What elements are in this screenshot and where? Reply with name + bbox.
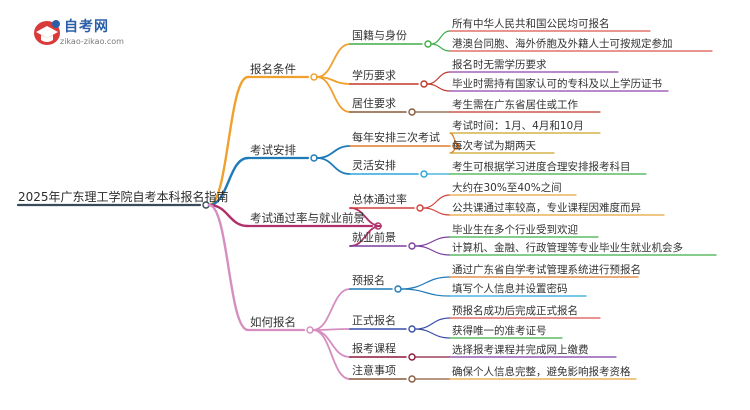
leaf-text: 考生可根据学习进度合理安排报考科目 (452, 161, 631, 173)
leaf-text: 确保个人信息完整，避免影响报考资格 (452, 366, 631, 378)
leaf-text: 考生需在广东省居住或工作 (452, 99, 578, 111)
subbranch-node-dot (416, 204, 424, 212)
subbranch-connector (316, 43, 351, 78)
subbranch-label: 注意事项 (352, 364, 396, 377)
leaf-text: 公共课通过率较高，专业课程因难度而异 (452, 202, 641, 214)
subbranch-connector (316, 157, 351, 175)
subbranch-label: 就业前景 (352, 231, 396, 244)
subbranch-node-dot (408, 242, 416, 250)
leaf-text: 报名时无需学历要求 (452, 59, 547, 71)
logo (30, 16, 150, 50)
root-topic: 2025年广东理工学院自考本科报名指南 (18, 190, 229, 204)
subbranch-label: 每年安排三次考试 (352, 131, 440, 144)
branch-label: 考试安排 (250, 143, 296, 157)
subbranch-connector (316, 76, 351, 113)
leaf-text: 选择报考课程并完成网上缴费 (452, 344, 589, 356)
leaf-text: 预报名成功后完成正式报名 (452, 305, 578, 317)
leaf-text: 大约在30%至40%之间 (452, 182, 562, 194)
leaf-connector (422, 194, 451, 209)
leaf-connector (414, 245, 451, 256)
leaf-text: 每次考试为期两天 (452, 140, 536, 152)
subbranch-label: 总体通过率 (352, 193, 407, 206)
leaf-text: 填写个人信息并设置密码 (452, 283, 568, 295)
subbranch-label: 国籍与身份 (352, 29, 407, 42)
subbranch-node-dot (420, 80, 428, 88)
leaf-text: 通过广东省自学考试管理系统进行预报名 (452, 264, 641, 276)
leaf-text: 毕业生在多个行业受到欢迎 (452, 224, 578, 236)
subbranch-connector (312, 329, 351, 380)
branch-connector (207, 75, 250, 207)
subbranch-label: 居住要求 (352, 97, 396, 110)
subbranch-label: 预报名 (352, 274, 385, 287)
leaf-connector (426, 71, 451, 85)
leaf-connector (400, 288, 451, 297)
subbranch-connector (312, 328, 351, 331)
branch-connector (207, 203, 250, 228)
leaf-text: 考试时间：1月、4月和10月 (452, 120, 584, 132)
subbranch-node-dot (424, 40, 432, 48)
leaf-text: 获得唯一的准考证号 (452, 325, 547, 337)
leaf-connector (414, 328, 451, 339)
subbranch-label: 报考课程 (352, 342, 396, 355)
leaf-connector (414, 236, 451, 247)
leaf-text: 所有中华人民共和国公民均可报名 (452, 18, 610, 30)
subbranch-node-dot (408, 325, 416, 333)
subbranch-connector (316, 145, 351, 159)
subbranch-node-dot (408, 353, 416, 361)
leaf-connector (426, 83, 451, 92)
leaf-text: 港澳台同胞、海外侨胞及外籍人士可按规定参加 (452, 38, 673, 50)
subbranch-node-dot (420, 170, 428, 178)
graduation-cap-icon (34, 20, 60, 45)
subbranch-label: 学历要求 (352, 69, 396, 82)
leaf-connector (430, 43, 451, 52)
subbranch-label: 灵活安排 (352, 159, 396, 172)
leaf-connector (414, 317, 451, 330)
subbranch-node-dot (408, 375, 416, 383)
branch-connector (207, 156, 250, 207)
branch-label: 考试通过率与就业前景 (250, 211, 365, 225)
branch-connector (207, 203, 250, 332)
logo-url: zikao-zikao.com (60, 37, 124, 46)
subbranch-connector (312, 288, 351, 331)
subbranch-label: 正式报名 (352, 314, 396, 327)
logo-title: 自考网 (64, 19, 109, 35)
branch-label: 报名条件 (250, 62, 296, 76)
leaf-connector (422, 207, 451, 216)
leaf-text: 计算机、金融、行政管理等专业毕业生就业机会多 (452, 242, 683, 254)
leaf-connector (400, 276, 451, 290)
branch-label: 如何报名 (250, 315, 296, 329)
subbranch-node-dot (394, 285, 402, 293)
leaf-connector (430, 30, 451, 45)
subbranch-node-dot (408, 108, 416, 116)
leaf-text: 毕业时需持有国家认可的专科及以上学历证书 (452, 78, 662, 90)
